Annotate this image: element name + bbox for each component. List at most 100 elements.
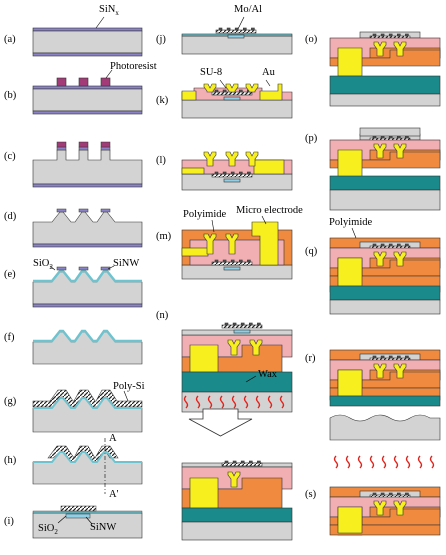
gold-via <box>373 363 387 379</box>
mo-al-contact <box>257 460 261 464</box>
mo-al-contact <box>380 243 385 247</box>
annotation-section-a: A <box>109 433 117 444</box>
gold-via <box>393 500 407 516</box>
step-n2-wax <box>181 507 293 523</box>
gold-via <box>393 143 407 159</box>
step-r-wax <box>329 395 441 407</box>
annotation-photoresist: Photoresist <box>110 61 157 72</box>
poly-si-layer <box>211 91 253 96</box>
gold-via <box>203 151 217 167</box>
gold-via <box>227 471 241 488</box>
step-label-p: (p) <box>305 133 318 144</box>
mo-al-contact <box>251 27 255 31</box>
step-k-leader-au <box>265 79 271 87</box>
mo-al-contact <box>396 492 401 496</box>
poly-si-layer <box>221 324 263 329</box>
heat-wave-icon <box>267 395 273 409</box>
mo-al-contact <box>372 355 377 359</box>
sinw-channel <box>223 96 241 101</box>
mo-al-contact <box>222 171 227 175</box>
process-arrow <box>188 408 253 437</box>
step-n-leader-wax <box>245 375 257 383</box>
gold-via <box>393 251 407 267</box>
sio2-sub: 2 <box>49 263 53 272</box>
step-d-diagram <box>32 208 143 248</box>
step-label-m: (m) <box>156 231 172 242</box>
annotation-polyimide-q: Polyimide <box>329 217 373 228</box>
sinw-channel <box>223 266 241 271</box>
gold-via <box>227 339 241 356</box>
heat-wave-icon <box>195 395 201 409</box>
gold-via <box>373 251 387 267</box>
sinx-sub: x <box>115 9 119 18</box>
step-label-j: (j) <box>156 34 166 45</box>
mo-al-contact <box>405 355 409 359</box>
mo-al-contact <box>222 89 227 93</box>
sinx-base: SiN <box>99 4 116 15</box>
annotation-i-sio2: SiO2 <box>38 523 58 537</box>
gold-electrode <box>337 47 363 77</box>
step-m-leader-me <box>261 215 267 225</box>
annotation-i-sinw: SiNW <box>90 522 117 533</box>
sinw-channel <box>227 34 245 39</box>
mo-al-contact <box>388 355 393 359</box>
step-q-wax <box>329 285 441 301</box>
step-label-a: (a) <box>4 34 16 45</box>
step-m-gold-left <box>181 247 209 257</box>
mo-al-contact <box>405 243 409 247</box>
mo-al-contact <box>234 27 239 31</box>
annotation-wax: Wax <box>258 369 277 380</box>
step-s-pi-fill <box>329 524 441 536</box>
mo-al-contact <box>396 243 401 247</box>
step-label-c: (c) <box>4 151 16 162</box>
step-r-carrier <box>329 414 441 441</box>
poly-si-layer <box>211 261 253 266</box>
step-j-substrate <box>181 35 293 55</box>
heat-wave-icon <box>405 455 411 469</box>
step-n-gold <box>189 344 219 373</box>
annotation-sio2: SiO2 <box>33 258 53 272</box>
step-k-leader-su8 <box>219 79 227 89</box>
step-i-diagram <box>32 505 143 539</box>
mo-al-contact <box>242 27 247 31</box>
gold-via <box>225 151 239 167</box>
heat-wave-icon <box>381 455 387 469</box>
sinw-channel <box>223 178 241 183</box>
step-k-gold-right <box>259 83 283 101</box>
step-label-e: (e) <box>4 269 16 280</box>
heat-wave-icon <box>333 455 339 469</box>
heat-wave-icon <box>219 395 225 409</box>
step-e-diagram <box>32 265 143 308</box>
step-q-leader <box>351 227 357 239</box>
column-3-diagrams <box>329 31 441 536</box>
mo-al-contact <box>380 355 385 359</box>
heat-wave-icon <box>255 395 261 409</box>
heat-wave-icon <box>429 455 435 469</box>
gold-via <box>245 83 259 93</box>
step-p-wax <box>329 175 441 191</box>
step-label-n: (n) <box>156 310 169 321</box>
heat-wave-icon <box>279 395 285 409</box>
mo-al-contact <box>232 460 237 464</box>
step-q-carrier <box>329 299 441 315</box>
annotation-section-a-prime: A' <box>109 489 119 500</box>
step-label-q: (q) <box>305 246 318 257</box>
step-b-diagram <box>32 69 143 115</box>
step-o-wax <box>329 75 441 95</box>
mo-al-contact <box>396 135 401 139</box>
annotation-polyimide-m: Polyimide <box>183 209 227 220</box>
mo-al-contact <box>230 259 235 263</box>
sio2-base: SiO <box>33 258 50 269</box>
gold-via <box>203 83 217 93</box>
mo-al-contact <box>247 259 251 263</box>
step-label-d: (d) <box>4 211 17 222</box>
step-j-leader <box>237 16 245 30</box>
mo-al-contact <box>396 355 401 359</box>
i-sio2-sub: 2 <box>54 528 58 537</box>
heat-indicators <box>183 395 435 469</box>
mo-al-contact <box>372 492 377 496</box>
step-m-micro-electrode <box>251 221 279 266</box>
gold-via <box>373 143 387 159</box>
